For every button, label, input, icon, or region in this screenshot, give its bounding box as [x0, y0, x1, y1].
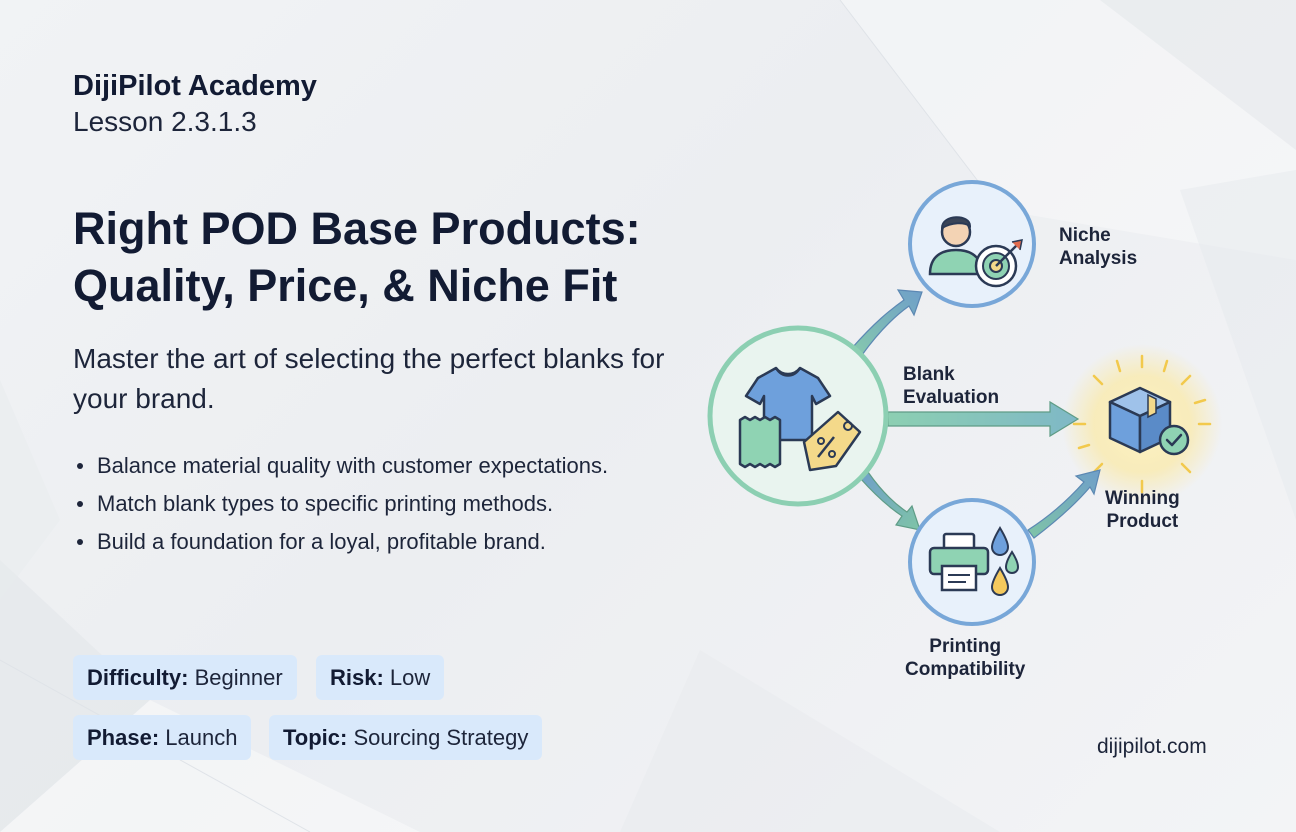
label-line: Product	[1106, 511, 1179, 532]
printing-compatibility-label: Printing Compatibility	[905, 635, 1025, 681]
target-icon	[974, 239, 1023, 288]
diagram-graphic	[707, 180, 1222, 626]
bullet-item: Build a foundation for a loyal, profitab…	[73, 527, 633, 556]
product-selection-diagram: Niche Analysis Blank Evaluation Winning …	[690, 160, 1250, 700]
sparkle-rays	[1072, 354, 1212, 494]
niche-analysis-label: Niche Analysis	[1059, 224, 1137, 270]
ink-drops-icon	[990, 526, 1020, 597]
blank-evaluation-label: Blank Evaluation	[903, 363, 999, 409]
label-line: Compatibility	[905, 659, 1026, 680]
topic-badge: Topic: Sourcing Strategy	[269, 715, 543, 760]
badge-value: Sourcing Strategy	[353, 725, 529, 750]
label-line: Niche	[1059, 225, 1111, 246]
winning-product-label: Winning Product	[1105, 487, 1180, 533]
bullet-item: Match blank types to specific printing m…	[73, 489, 633, 518]
subtitle: Master the art of selecting the perfect …	[73, 343, 665, 414]
badge-value: Low	[389, 665, 431, 690]
brand-name: DijiPilot Academy	[73, 70, 317, 102]
page-title: Right POD Base Products: Quality, Price,…	[73, 203, 641, 311]
badge-label: Difficulty:	[87, 665, 189, 690]
risk-badge: Risk: Low	[316, 655, 445, 700]
fabric-swatch-icon	[738, 415, 782, 469]
printer-icon	[928, 532, 990, 592]
bullet-item: Balance material quality with customer e…	[73, 451, 633, 480]
badge-label: Phase:	[87, 725, 160, 750]
arrow-to-niche	[851, 289, 923, 356]
label-line: Evaluation	[903, 387, 1000, 408]
arrow-to-printing	[859, 471, 921, 531]
badge-value: Beginner	[194, 665, 283, 690]
difficulty-badge: Difficulty: Beginner	[73, 655, 297, 700]
badge-value: Launch	[165, 725, 238, 750]
bullet-list: Balance material quality with customer e…	[73, 451, 633, 565]
check-icon	[1158, 424, 1190, 456]
label-line: Winning	[1105, 488, 1180, 509]
label-line: Blank	[903, 364, 955, 385]
arrow-to-winning	[887, 400, 1080, 438]
label-line: Printing	[929, 636, 1002, 657]
price-tag-icon	[802, 410, 862, 472]
badge-label: Risk:	[330, 665, 384, 690]
label-line: Analysis	[1059, 248, 1138, 269]
phase-badge: Phase: Launch	[73, 715, 252, 760]
lesson-number: Lesson 2.3.1.3	[73, 106, 257, 137]
badge-label: Topic:	[283, 725, 348, 750]
footer-website: dijipilot.com	[1097, 735, 1207, 758]
arrow-printing-to-winning	[1027, 469, 1101, 539]
